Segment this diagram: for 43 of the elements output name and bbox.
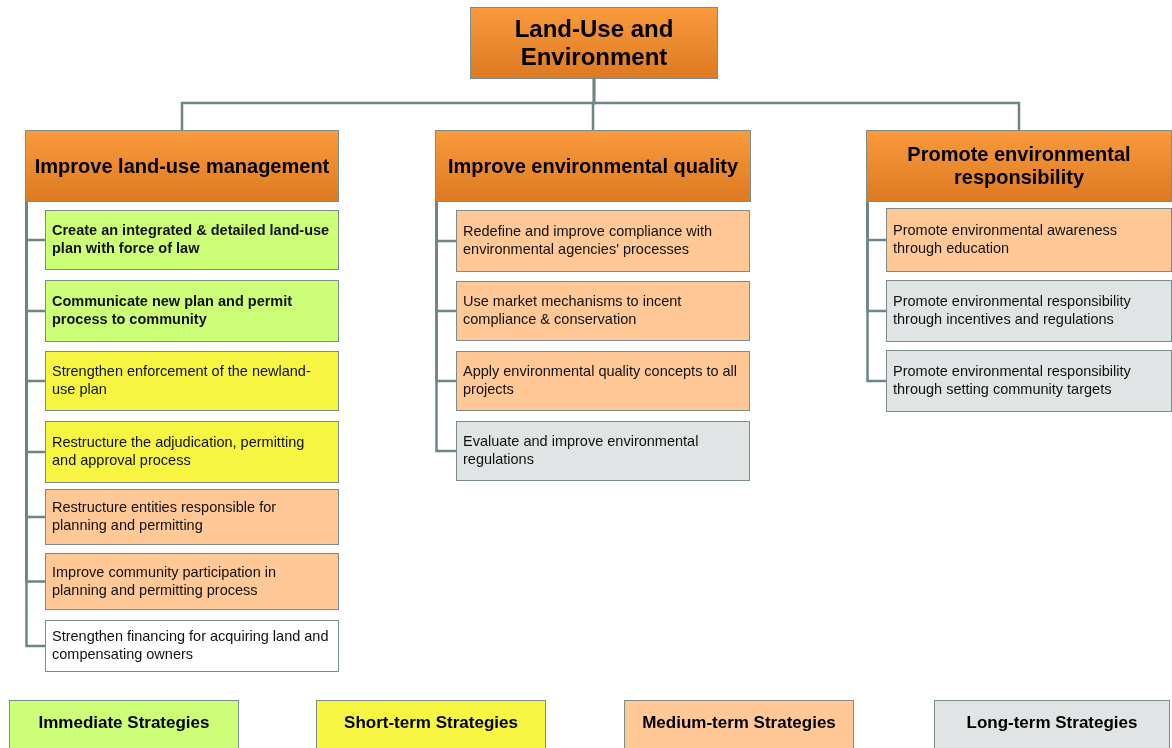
root-box bbox=[470, 7, 718, 79]
category-header-box bbox=[435, 130, 751, 202]
strategy-text: Communicate new plan and permit process to community bbox=[51, 293, 294, 329]
strategy-box bbox=[886, 350, 1172, 412]
strategy-box bbox=[45, 620, 339, 672]
strategy-text: Restructure the adjudication, permitting and approval process bbox=[51, 434, 306, 470]
strategy-text: Strengthen financing for acquiring land and compensating owners bbox=[51, 628, 330, 664]
strategy-text: Create an integrated & detailed land-use plan with force of law bbox=[51, 222, 331, 258]
strategy-box bbox=[45, 280, 339, 342]
strategy-box bbox=[456, 210, 750, 272]
strategy-box bbox=[45, 553, 339, 610]
connector-line bbox=[866, 202, 886, 383]
strategy-box bbox=[886, 280, 1172, 342]
strategy-box bbox=[456, 351, 750, 411]
strategy-text: Use market mechanisms to incent compliance & conservation bbox=[462, 293, 683, 329]
legend-label: Long-term Strategies bbox=[966, 713, 1138, 733]
strategy-text: Promote environmental responsibility through setting community targets bbox=[892, 363, 1132, 399]
heading-text: Land-Use and Environment bbox=[513, 15, 675, 71]
strategy-box bbox=[886, 208, 1172, 272]
strategy-text: Improve community participation in planning and permitting process bbox=[51, 563, 278, 600]
heading-text: Improve land-use management bbox=[33, 154, 331, 178]
strategy-text: Redefine and improve compliance with environmental agencies' processes bbox=[462, 223, 714, 259]
legend-label: Medium-term Strategies bbox=[642, 713, 836, 733]
strategy-box bbox=[45, 489, 339, 545]
strategy-text: Evaluate and improve environmental regulations bbox=[462, 433, 700, 469]
strategy-text: Strengthen enforcement of the newland-use plan bbox=[51, 363, 312, 399]
category-header-box bbox=[25, 130, 339, 202]
legend-label: Immediate Strategies bbox=[38, 713, 210, 733]
heading-text: Improve environmental quality bbox=[446, 154, 740, 178]
strategy-box bbox=[45, 421, 339, 483]
strategy-box bbox=[456, 281, 750, 341]
strategy-text: Promote environmental awareness through education bbox=[892, 222, 1119, 258]
strategy-text: Promote environmental responsibility through incentives and regulations bbox=[892, 293, 1132, 329]
legend-label: Short-term Strategies bbox=[344, 713, 518, 733]
strategy-box bbox=[45, 351, 339, 411]
strategy-text: Apply environmental quality concepts to all projects bbox=[462, 363, 739, 399]
strategy-box bbox=[456, 421, 750, 481]
connector-line bbox=[592, 79, 1021, 130]
heading-text: Promote environmental responsibility bbox=[906, 143, 1132, 189]
strategy-box bbox=[45, 210, 339, 270]
connector-line bbox=[435, 202, 456, 453]
strategy-text: Restructure entities responsible for planning and permitting bbox=[51, 499, 278, 535]
category-header-box bbox=[866, 130, 1172, 202]
